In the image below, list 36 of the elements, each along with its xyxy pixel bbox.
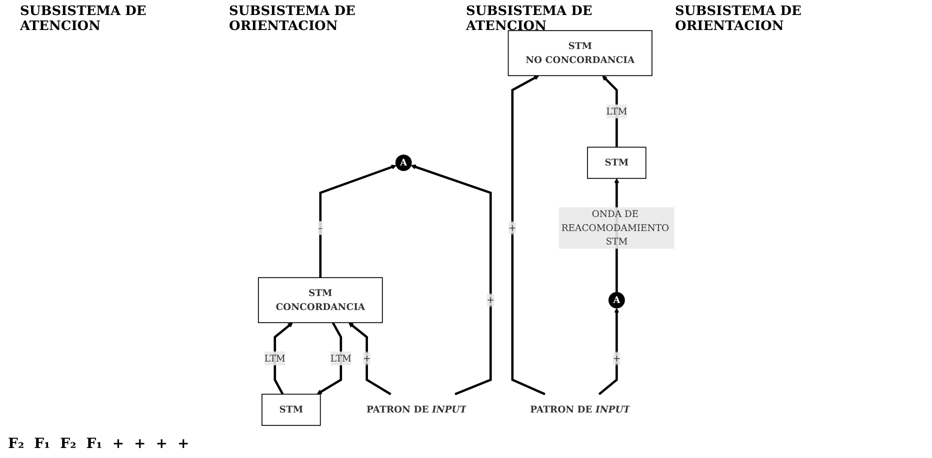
arrow: [598, 308, 619, 396]
edge-label: ONDA DE REACOMODAMIENTO STM: [560, 208, 669, 248]
edge-label: +: [508, 222, 516, 234]
subsystem-heading: SUBSISTEMA DE ORIENTACION: [229, 4, 356, 34]
layer-label: +: [178, 436, 190, 452]
arrow: [602, 75, 618, 148]
node-circle: A: [608, 292, 624, 308]
node-box: STM: [261, 394, 320, 426]
edge-label: +: [362, 352, 370, 364]
node-box: STM CONCORDANCIA: [258, 277, 382, 324]
arrow: [348, 322, 391, 396]
layer-label: +: [112, 436, 124, 452]
arrow: [410, 164, 492, 396]
arrow: [273, 322, 292, 395]
subsystem-heading: SUBSISTEMA DE ORIENTACION: [675, 4, 802, 34]
node-text: PATRON DE INPUT: [366, 404, 466, 415]
edge-label: LTM: [330, 352, 351, 364]
edge-label: +: [612, 352, 620, 364]
node-box: STM: [586, 146, 646, 179]
edge-label: +: [486, 294, 494, 306]
arrow: [510, 75, 546, 396]
edge-label: LTM: [606, 106, 627, 117]
subsystem-heading: SUBSISTEMA DE ATENCION: [20, 4, 148, 34]
layer-label: +: [156, 436, 168, 452]
node-circle: A: [395, 154, 412, 171]
node-box: STM NO CONCORDANCIA: [507, 30, 652, 76]
layer-label: +: [134, 436, 146, 452]
layer-label: F₂: [60, 436, 76, 452]
edge-label: LTM: [264, 352, 285, 364]
layer-label: F₂: [8, 436, 24, 452]
arrow: [316, 322, 342, 394]
layer-label: F₁: [86, 436, 102, 452]
arrow: [318, 164, 396, 278]
edge-label: –: [318, 222, 322, 234]
node-text: PATRON DE INPUT: [530, 404, 630, 415]
layer-label: F₁: [34, 436, 50, 452]
